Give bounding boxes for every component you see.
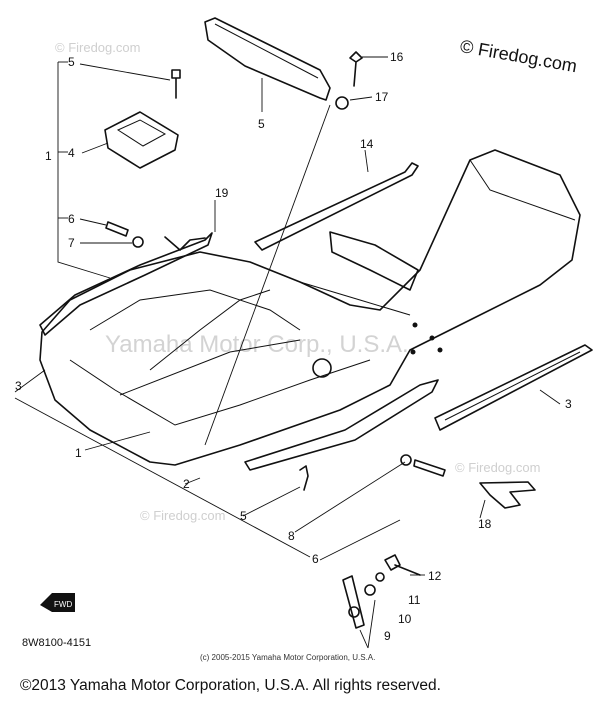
watermark-top-left: © Firedog.com [55,40,140,55]
callout-1-group: 1 [45,149,52,163]
small-copyright: (c) 2005-2015 Yamaha Motor Corporation, … [200,653,376,662]
mount-plate-4 [104,111,179,169]
callout-5-top-left: 5 [68,55,75,69]
callout-16: 16 [390,50,404,64]
washer-7 [132,236,144,248]
lower-rail [244,379,439,471]
callout-5-seat-guard: 5 [258,117,265,131]
bracket-9 [342,575,365,629]
callout-6-top: 6 [68,212,75,226]
side-rail-3 [434,344,593,431]
frame-body-1 [39,149,581,466]
callout-18: 18 [478,517,492,531]
side-strip-14 [254,162,419,251]
footer-copyright: ©2013 Yamaha Motor Corporation, U.S.A. A… [20,677,441,694]
callout-2: 2 [183,477,190,491]
leader-line-3-left [14,369,46,393]
bolt-6 [105,221,129,237]
callout-12: 12 [428,569,442,583]
bumper-rail-19 [39,232,213,336]
washer-17 [335,96,349,110]
fwd-label: FWD [54,600,72,609]
washer-11 [375,572,385,582]
watermark-center: Yamaha Motor Corp., U.S.A. [105,331,409,358]
callout-5-pin: 5 [240,509,247,523]
leader-line-1 [84,431,151,451]
callout-3-right: 3 [565,397,572,411]
pin-5 [299,465,309,491]
watermark-bottom-right: © Firedog.com [455,460,540,475]
rear-bracket [329,231,419,291]
diagram-code: 8W8100-4151 [22,637,92,649]
fwd-arrow-icon [40,593,75,612]
callout-8: 8 [288,529,295,543]
bolt-12 [384,554,421,576]
bolt-5 [171,69,181,99]
callout-19: 19 [215,186,229,200]
bolt-16 [349,51,363,87]
group-bracket-1 [57,62,111,279]
callout-6-bottom: 6 [312,552,319,566]
washer-10 [364,584,376,596]
callout-3-left: 3 [15,379,22,393]
callout-4: 4 [68,146,75,160]
callout-14: 14 [360,137,374,151]
part-18 [479,481,536,509]
callout-11: 11 [408,593,421,607]
long-leader-to-bracket [204,104,331,446]
callout-7: 7 [68,236,75,250]
washer-8 [400,454,412,466]
seat-guard-part [204,17,331,101]
callout-17: 17 [375,90,389,104]
callout-10: 10 [398,612,412,626]
callout-1-frame: 1 [75,446,82,460]
watermark-bottom-left: © Firedog.com [140,508,225,523]
callout-9: 9 [384,629,391,643]
